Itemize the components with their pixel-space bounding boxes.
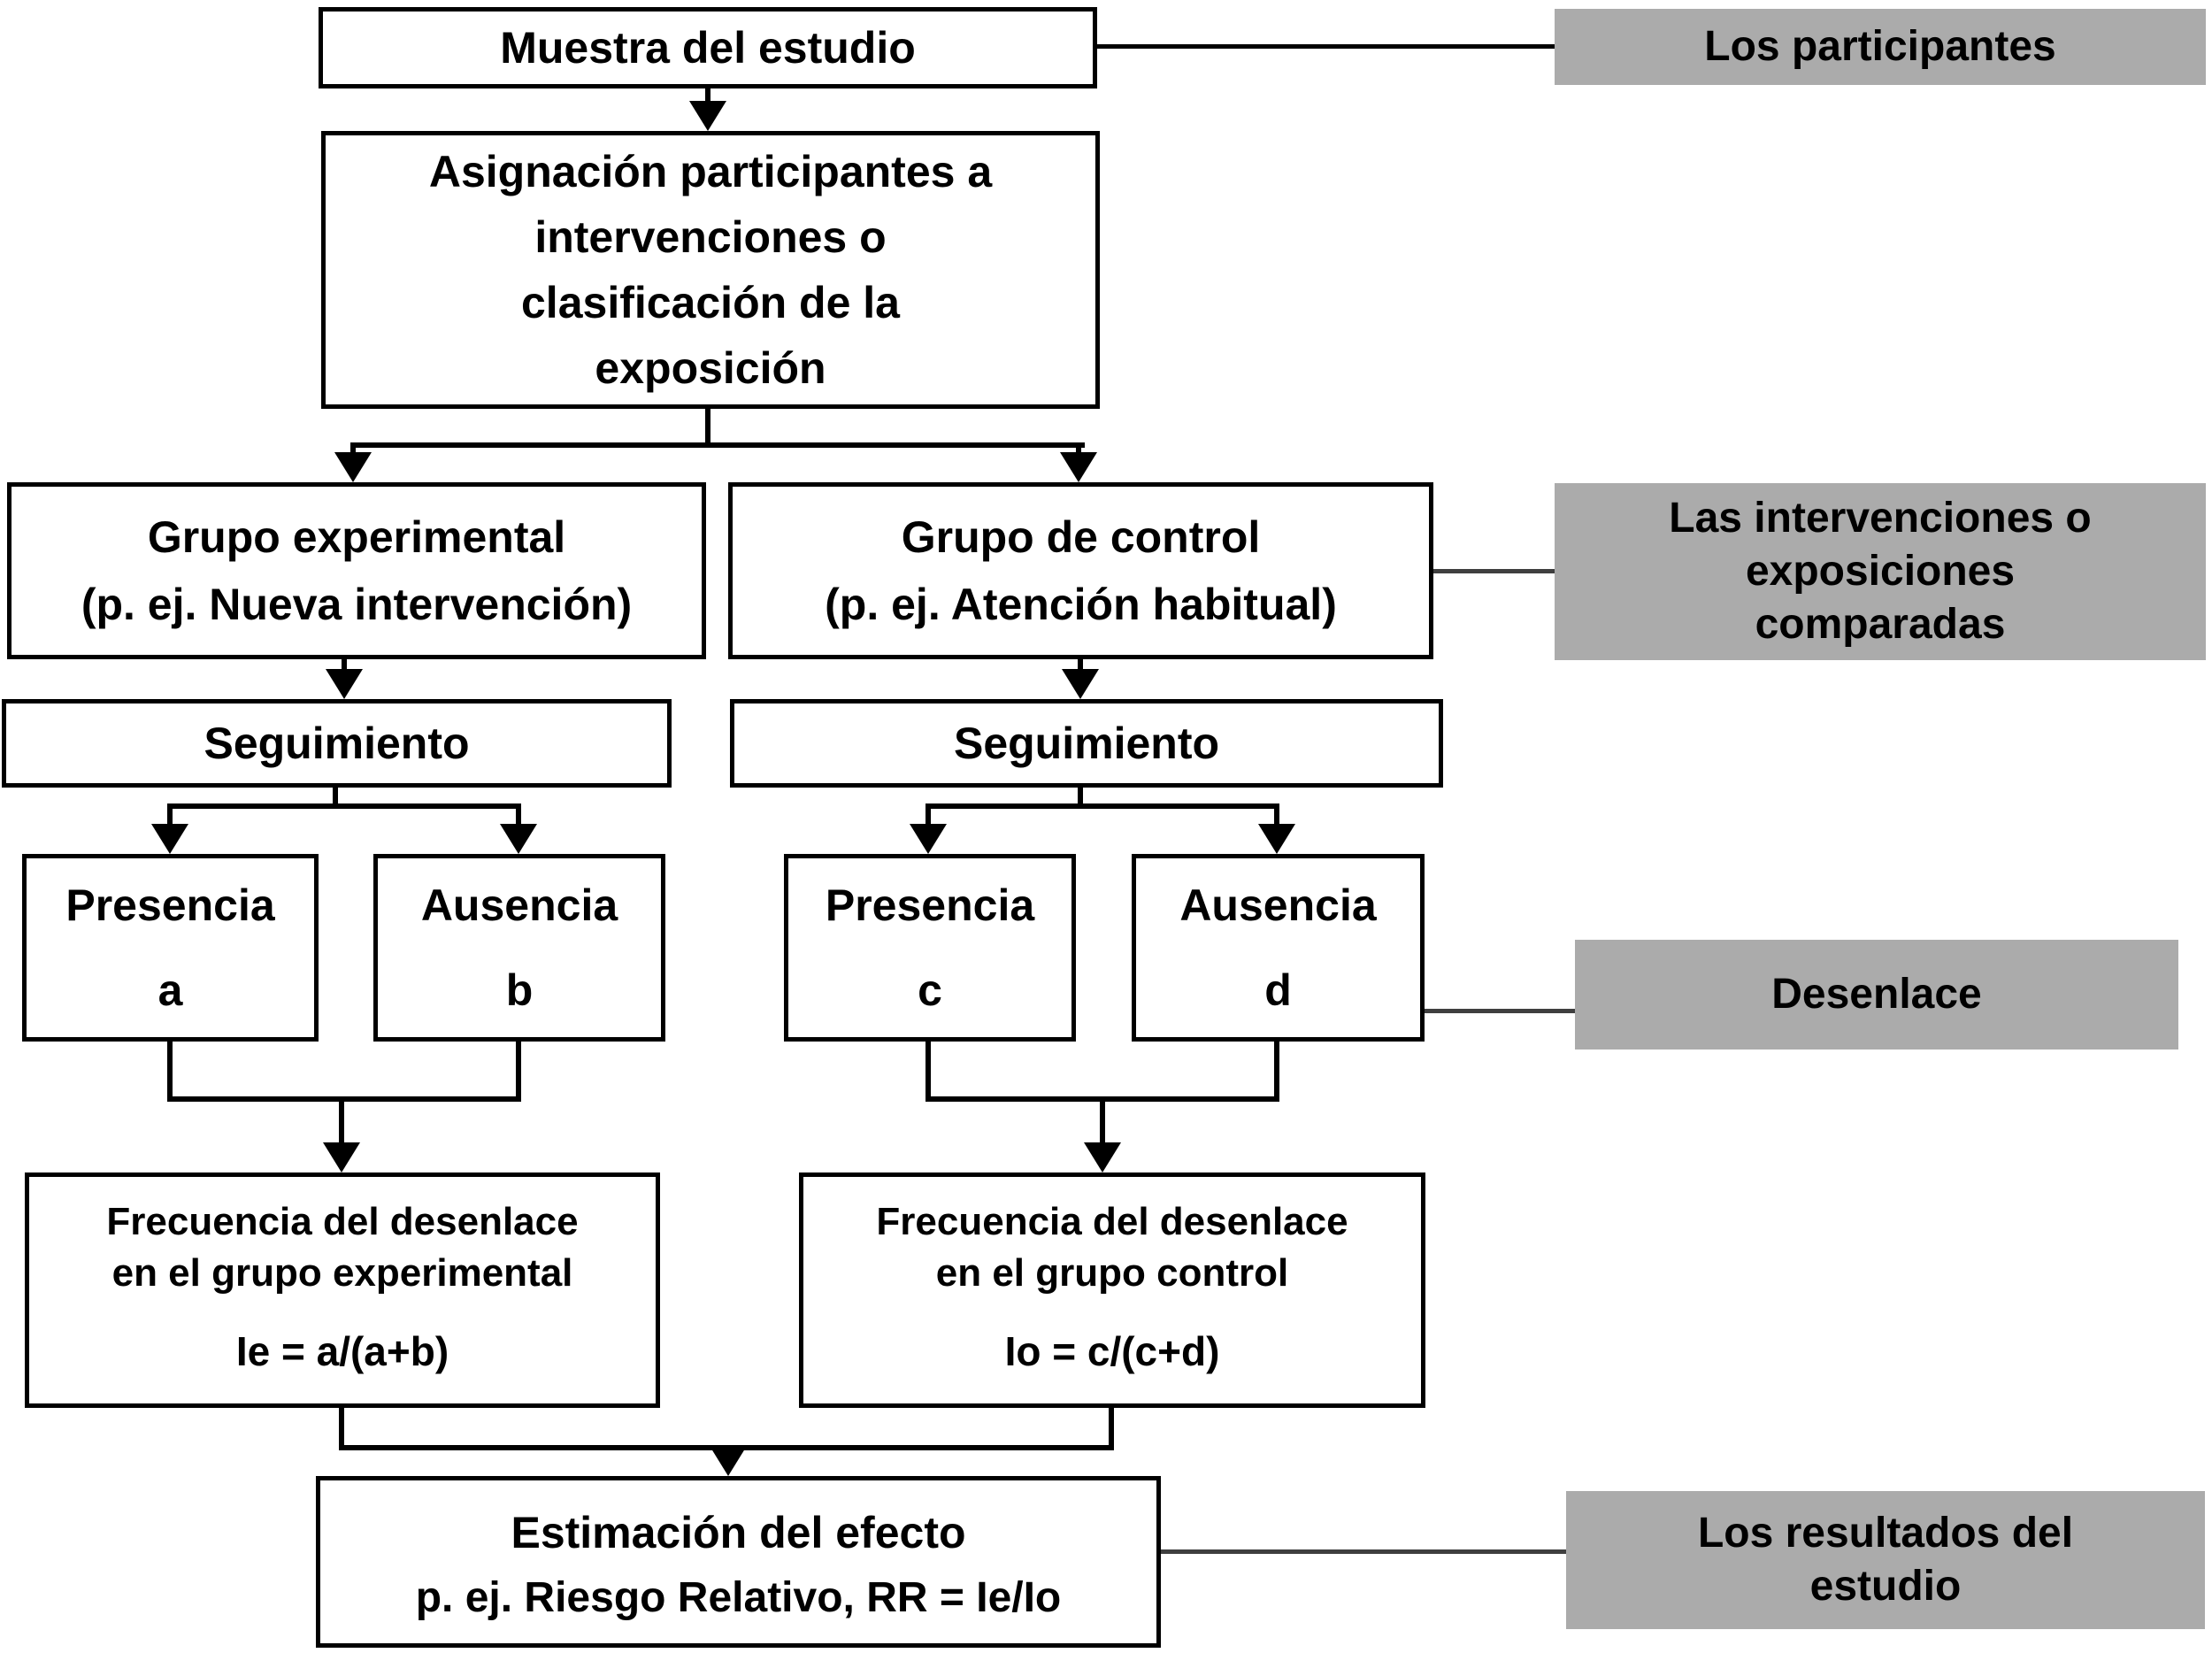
node-frecuencia-control-text: Frecuencia del desenlace en el grupo con…	[876, 1196, 1348, 1299]
connector-b-drop	[516, 1042, 521, 1102]
node-muestra-del-estudio: Muestra del estudio	[319, 7, 1097, 88]
node-ausencia-b-label: Ausencia	[420, 880, 618, 930]
arrow-down-icon	[689, 101, 726, 131]
node-grupo-control-subtitle: (p. ej. Atención habitual)	[825, 580, 1337, 629]
connector-ab-merge-stem	[339, 1102, 344, 1144]
node-presencia-c-cell: c	[918, 965, 942, 1015]
node-frecuencia-experimental: Frecuencia del desenlace en el grupo exp…	[25, 1172, 660, 1408]
arrow-down-icon	[710, 1446, 747, 1476]
side-label-participantes-text: Los participantes	[1704, 23, 2056, 70]
node-presencia-c: Presencia c	[784, 854, 1076, 1042]
node-ausencia-d-label: Ausencia	[1179, 880, 1377, 930]
node-asignacion: Asignación participantes a intervencione…	[321, 131, 1100, 409]
connector-seg-left-stub-b	[516, 803, 521, 828]
node-ausencia-b: Ausencia b	[373, 854, 665, 1042]
side-label-intervenciones-line1: Las intervenciones o	[1669, 495, 2092, 542]
connector-split-right-stub	[1076, 442, 1081, 458]
node-muestra-label: Muestra del estudio	[500, 23, 916, 73]
connector-seg-left-stem	[333, 788, 338, 807]
node-presencia-c-label: Presencia	[825, 880, 1035, 930]
node-frecuencia-experimental-text: Frecuencia del desenlace en el grupo exp…	[106, 1196, 578, 1299]
connector-d-drop	[1274, 1042, 1279, 1102]
connector-frec-ctrl-drop	[1109, 1408, 1114, 1450]
node-frecuencia-experimental-line2: en el grupo experimental	[111, 1251, 573, 1295]
node-frecuencia-control-line2: en el grupo control	[935, 1251, 1289, 1295]
connector-control-intervenciones	[1433, 569, 1555, 573]
node-grupo-experimental: Grupo experimental (p. ej. Nueva interve…	[7, 482, 706, 659]
connector-asignacion-stem	[705, 409, 710, 446]
node-presencia-a: Presencia a	[22, 854, 319, 1042]
arrow-down-icon	[910, 824, 947, 854]
connector-cd-merge-stem	[1100, 1102, 1105, 1144]
node-frecuencia-control-formula: Io = c/(c+d)	[1004, 1328, 1220, 1374]
connector-seg-right-bar	[926, 803, 1279, 809]
node-ausencia-d-cell: d	[1264, 965, 1292, 1015]
node-asignacion-line3: clasificación de la	[521, 278, 900, 327]
connector-seg-right-stub-d	[1274, 803, 1279, 828]
node-asignacion-line2: intervenciones o	[534, 212, 887, 262]
arrow-down-icon	[334, 452, 372, 482]
node-ausencia-d: Ausencia d	[1132, 854, 1425, 1042]
node-grupo-control-title: Grupo de control	[901, 512, 1261, 562]
arrow-down-icon	[1084, 1142, 1121, 1172]
connector-muestra-asignacion	[705, 88, 710, 108]
side-label-resultados: Los resultados del estudio	[1566, 1491, 2205, 1629]
node-seguimiento-derecha-label: Seguimiento	[953, 719, 1220, 768]
node-grupo-control: Grupo de control (p. ej. Atención habitu…	[728, 482, 1433, 659]
connector-ab-merge-bar	[167, 1096, 521, 1102]
connector-seg-left-stub-a	[167, 803, 173, 828]
arrow-down-icon	[151, 824, 188, 854]
connector-ctrlgrupo-seguimiento	[1078, 659, 1083, 675]
arrow-down-icon	[500, 824, 537, 854]
node-seguimiento-izquierda-label: Seguimiento	[204, 719, 470, 768]
node-grupo-experimental-subtitle: (p. ej. Nueva intervención)	[81, 580, 633, 629]
node-frecuencia-control: Frecuencia del desenlace en el grupo con…	[799, 1172, 1425, 1408]
connector-c-drop	[926, 1042, 931, 1102]
connector-frec-exp-drop	[339, 1408, 344, 1450]
connector-estimacion-resultados	[1161, 1549, 1566, 1554]
node-presencia-a-label: Presencia	[65, 880, 275, 930]
arrow-down-icon	[1258, 824, 1295, 854]
node-frecuencia-experimental-line1: Frecuencia del desenlace	[106, 1200, 579, 1243]
connector-d-desenlace	[1425, 1009, 1575, 1013]
node-seguimiento-izquierda: Seguimiento	[2, 699, 672, 788]
node-seguimiento-derecha: Seguimiento	[730, 699, 1443, 788]
side-label-desenlace: Desenlace	[1575, 940, 2178, 1049]
arrow-down-icon	[323, 1142, 360, 1172]
connector-muestra-participantes	[1097, 44, 1555, 49]
node-estimacion-title: Estimación del efecto	[511, 1508, 966, 1557]
connector-seg-left-bar	[167, 803, 521, 809]
side-label-desenlace-text: Desenlace	[1771, 971, 1982, 1018]
connector-asignacion-split-bar	[350, 442, 1085, 448]
connector-split-left-stub	[350, 442, 356, 458]
connector-cd-merge-bar	[926, 1096, 1279, 1102]
connector-seg-right-stub-c	[926, 803, 931, 828]
node-grupo-experimental-title: Grupo experimental	[147, 512, 566, 562]
node-presencia-a-cell: a	[157, 965, 183, 1015]
side-label-intervenciones-line3: comparadas	[1755, 601, 2006, 648]
connector-a-drop	[167, 1042, 173, 1102]
side-label-participantes: Los participantes	[1555, 9, 2206, 85]
node-ausencia-b-cell: b	[505, 965, 534, 1015]
arrow-down-icon	[326, 669, 363, 699]
connector-seg-right-stem	[1078, 788, 1083, 807]
side-label-resultados-line1: Los resultados del	[1697, 1510, 2074, 1557]
node-asignacion-line1: Asignación participantes a	[428, 147, 993, 196]
node-estimacion-formula: p. ej. Riesgo Relativo, RR = Ie/Io	[415, 1574, 1062, 1621]
side-label-intervenciones-line2: exposiciones	[1745, 548, 2016, 595]
arrow-down-icon	[1062, 669, 1099, 699]
side-label-intervenciones: Las intervenciones o exposiciones compar…	[1555, 483, 2206, 660]
node-asignacion-line4: exposición	[595, 343, 826, 393]
arrow-down-icon	[1060, 452, 1097, 482]
node-frecuencia-experimental-formula: Ie = a/(a+b)	[235, 1328, 449, 1374]
side-label-resultados-line2: estudio	[1809, 1563, 1962, 1610]
node-estimacion: Estimación del efecto p. ej. Riesgo Rela…	[316, 1476, 1161, 1648]
connector-expgrupo-seguimiento	[342, 659, 347, 675]
node-frecuencia-control-line1: Frecuencia del desenlace	[876, 1200, 1348, 1243]
